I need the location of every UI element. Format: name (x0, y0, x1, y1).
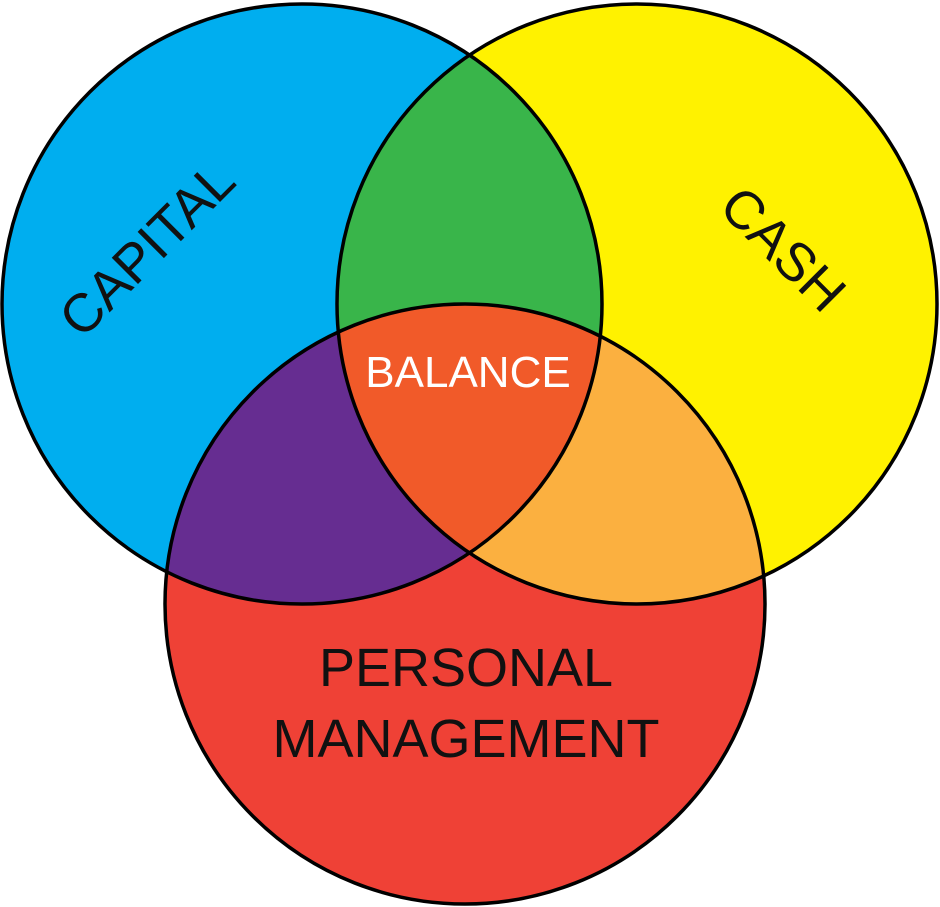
capital-circle-outline (0, 2, 604, 606)
personal-management-circle-outline (163, 302, 767, 906)
cash-personal-overlap (337, 304, 765, 604)
management-label: MANAGEMENT (272, 709, 659, 769)
capital-personal-overlap (165, 304, 602, 604)
balance-label: BALANCE (365, 348, 570, 397)
cash-circle-outline (335, 2, 939, 606)
personal-label: PERSONAL (319, 638, 613, 698)
